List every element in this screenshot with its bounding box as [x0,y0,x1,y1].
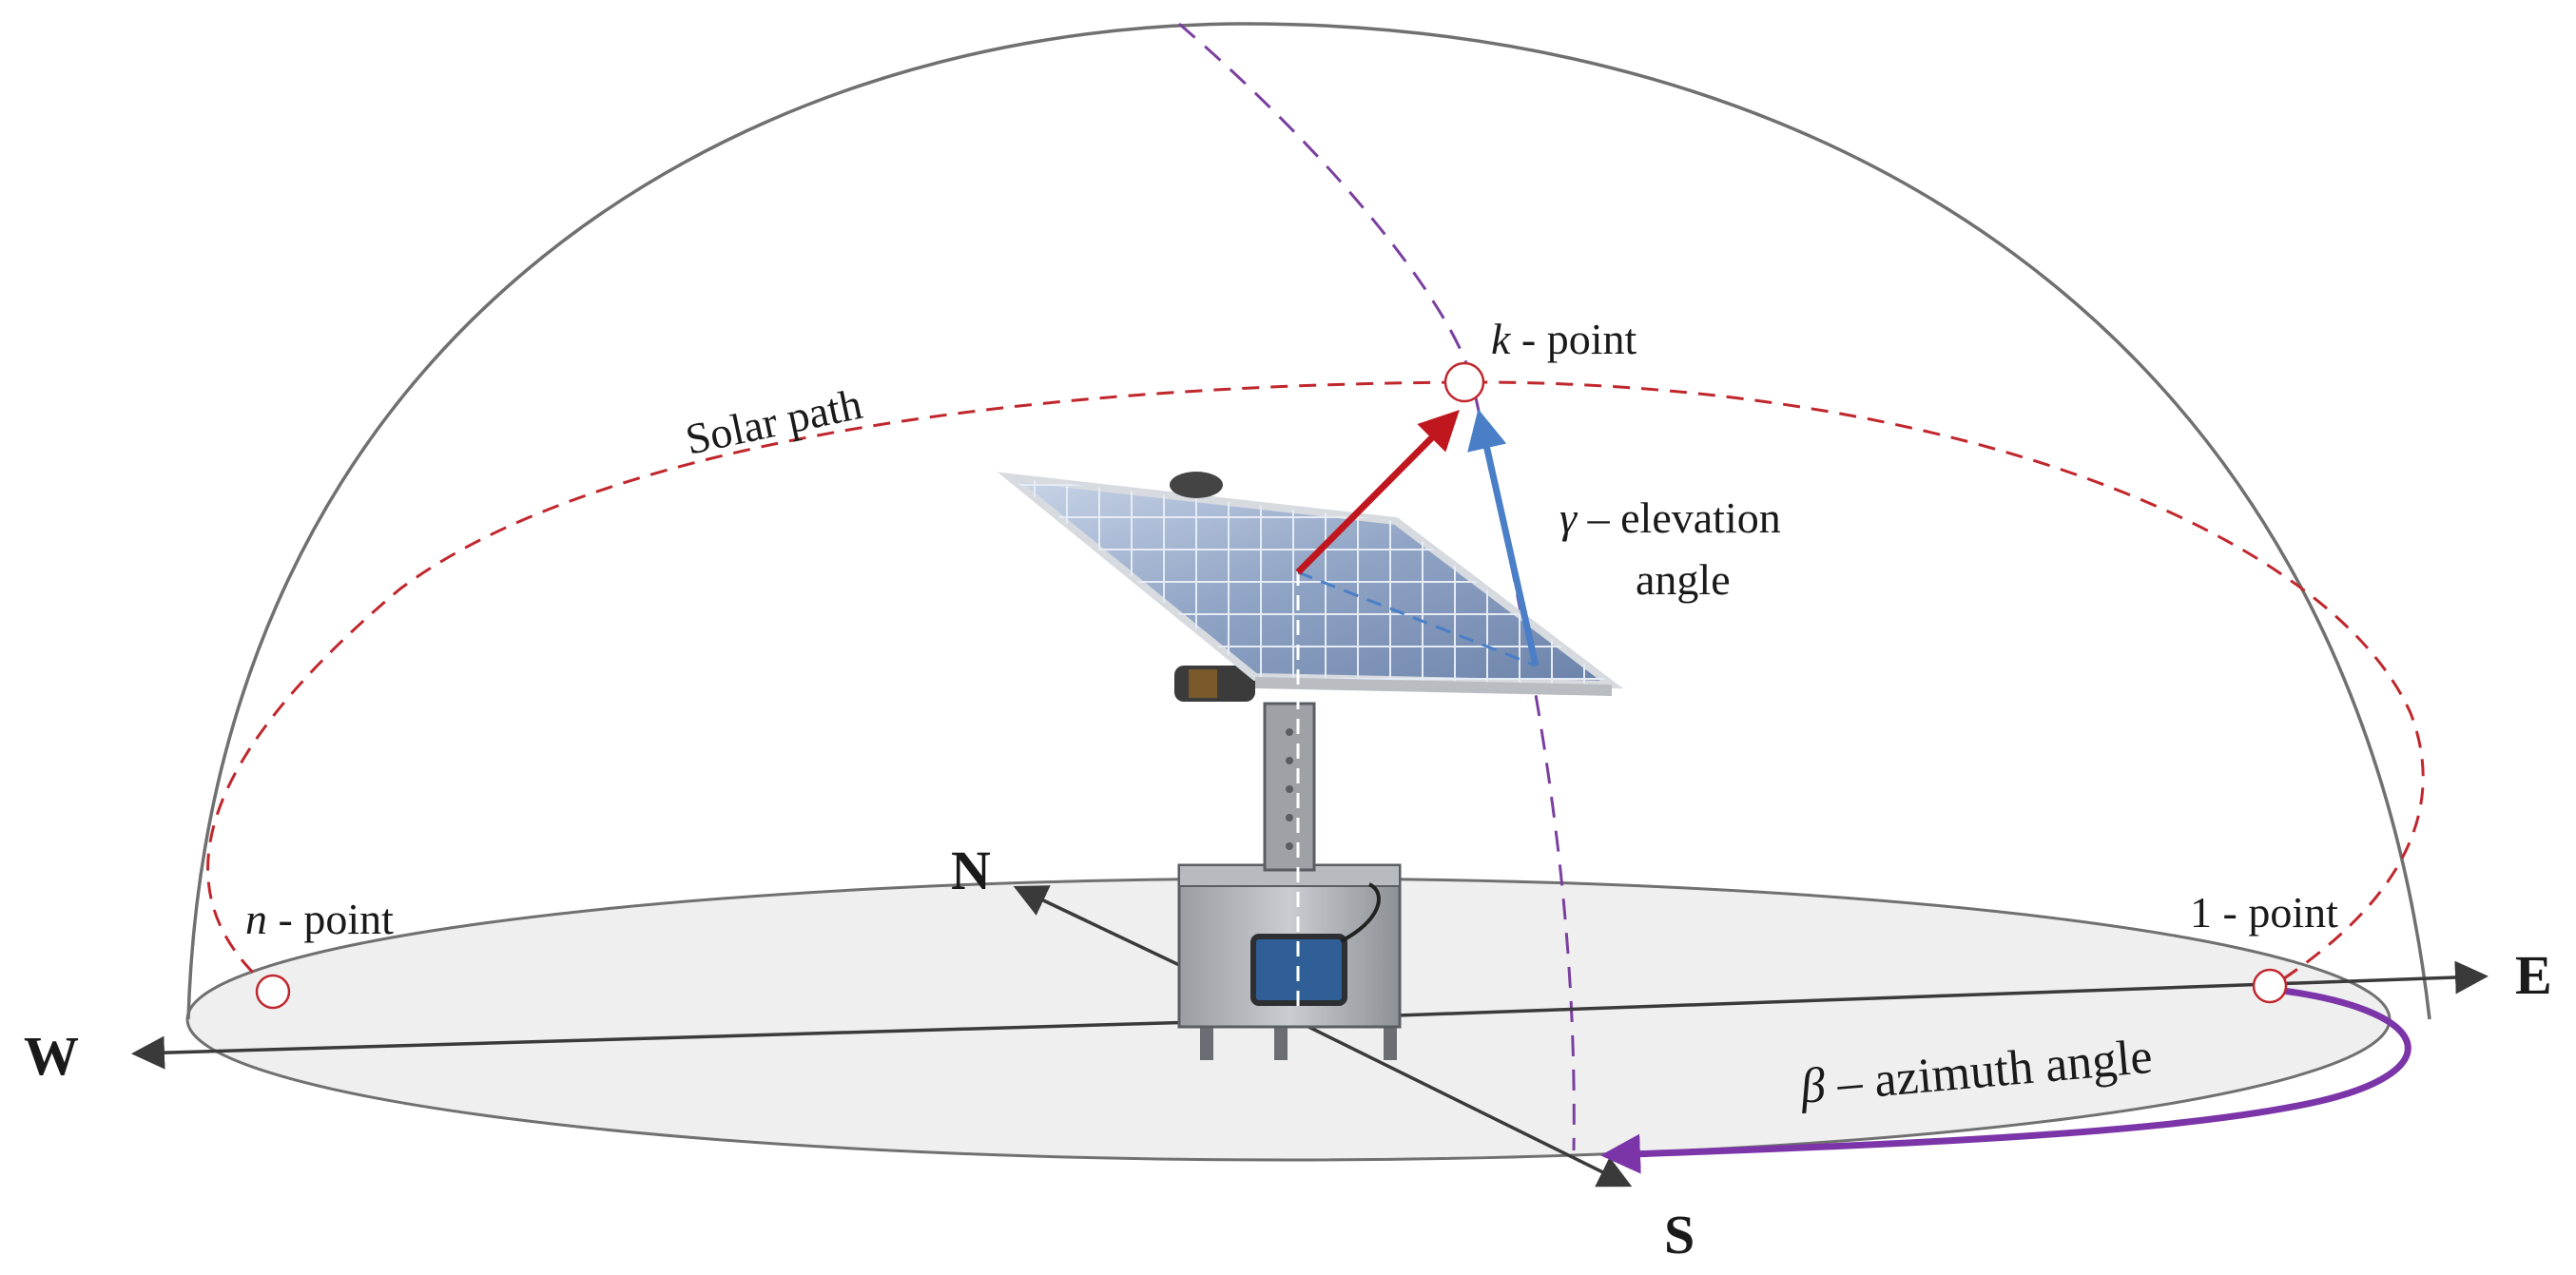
direction-east: E [2515,944,2552,1006]
west-east-axis-west [131,1017,1294,1070]
k-point-marker [1443,361,1485,403]
south-axis [1292,1017,1633,1188]
elevation-vector-arrow [1467,409,1540,666]
elevation-angle-label: γ – elevation [1559,493,1781,542]
k-point-label: k - point [1491,315,1637,363]
sun-vector-arrow [1295,410,1460,575]
celestial-dome [186,22,2431,1020]
direction-north: N [951,840,991,901]
one-point-label: 1 - point [2190,888,2338,937]
azimuth-arc-arrow [1600,985,2411,1174]
light-sensor [1170,472,1223,498]
elevation-angle-label-line2: angle [1636,555,1731,604]
direction-west: W [24,1025,79,1087]
n-point-label: n - point [245,895,394,943]
n-point-marker [255,974,291,1010]
solar-path-label: Solar path [681,379,865,464]
solar-path-dashed-line [206,380,2425,994]
one-point-marker [2252,968,2288,1004]
projection-dashed-line [1297,570,1537,667]
direction-south: S [1664,1204,1695,1265]
solar-tracker-device [997,472,1624,1060]
